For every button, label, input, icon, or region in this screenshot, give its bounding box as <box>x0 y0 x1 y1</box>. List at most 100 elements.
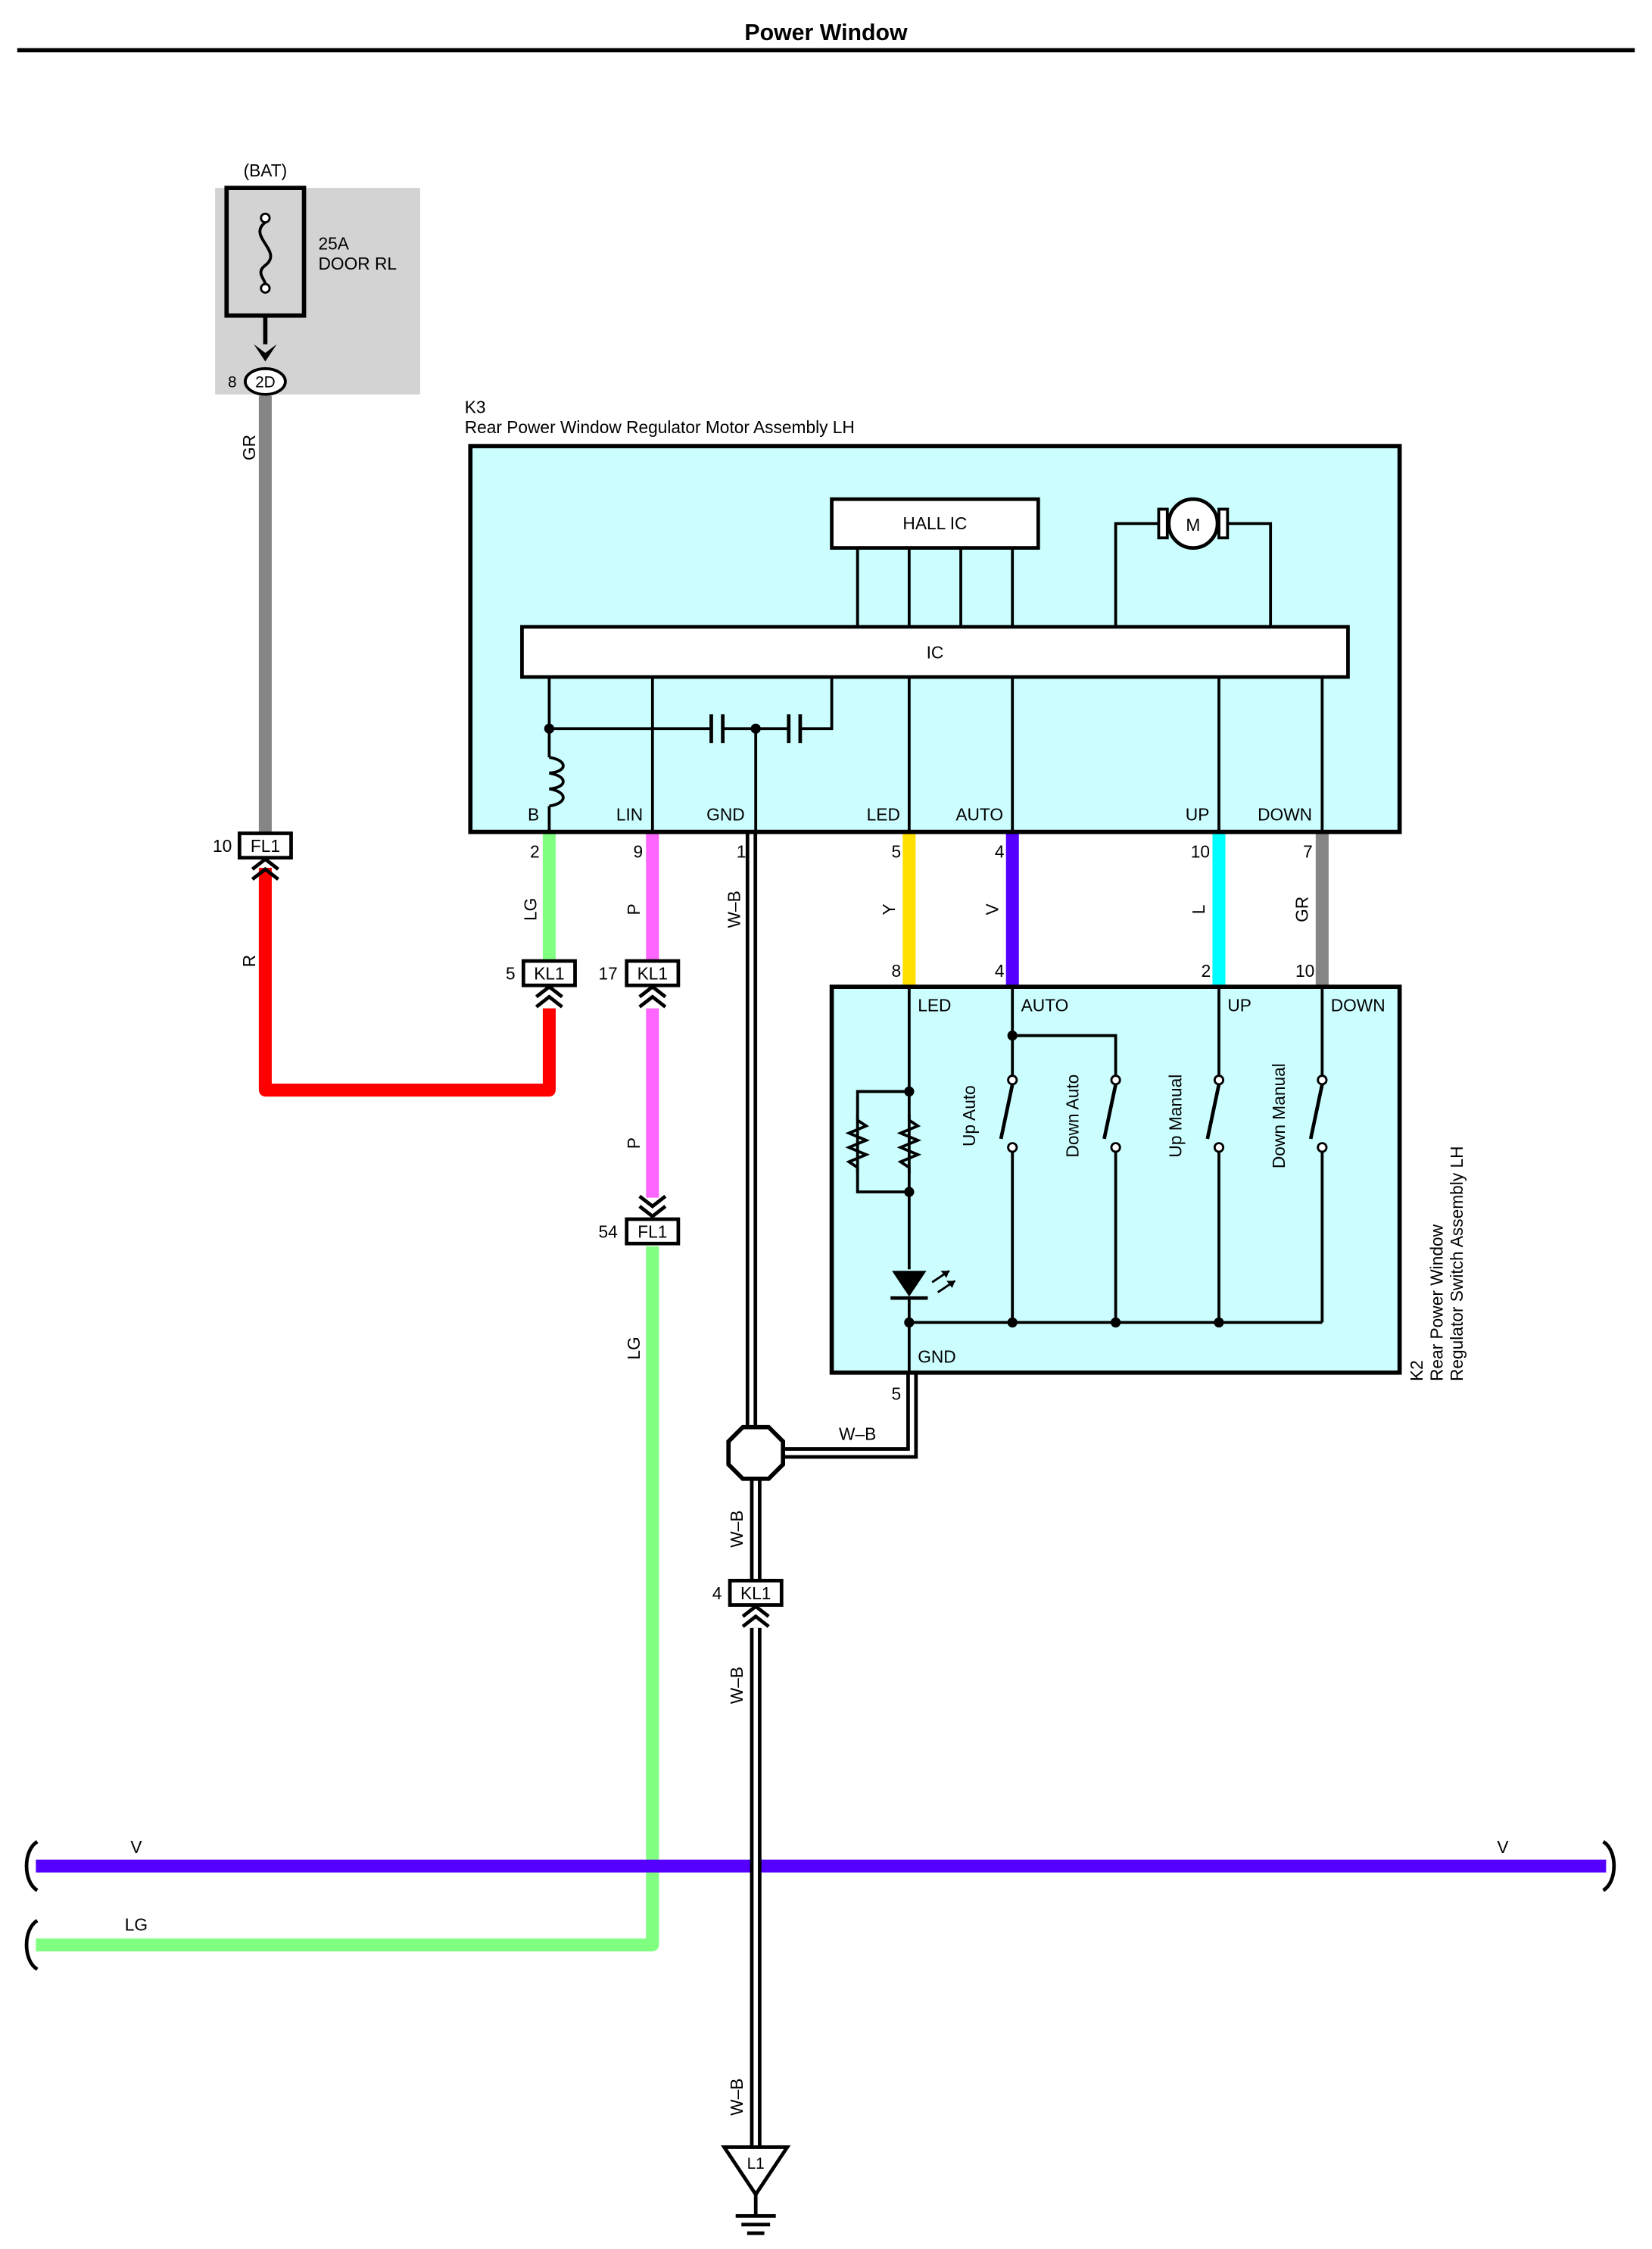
k3-pin-lin-num: 9 <box>634 842 644 862</box>
ground-icon <box>721 2145 791 2198</box>
inductor-coil <box>549 756 565 808</box>
splice-junction <box>726 1424 786 1481</box>
fuse-terminal-top <box>260 212 271 224</box>
connector-2d-pin: 8 <box>228 373 237 391</box>
motor-label: M <box>1186 515 1200 535</box>
wire-r <box>258 867 556 1097</box>
wire-label-p-2: P <box>624 1137 644 1149</box>
chevron-up-icon <box>251 866 279 881</box>
svg-text:KL1: KL1 <box>534 964 564 984</box>
k2-pin-gnd-label: GND <box>918 1346 956 1366</box>
switch-contacts <box>1007 1075 1328 1153</box>
k3-pin-down-label: DOWN <box>1258 804 1312 824</box>
chevron-up-icon <box>251 856 279 871</box>
wire-label-r: R <box>239 955 259 967</box>
chevron-down-icon <box>638 1205 667 1219</box>
k3-id: K3 <box>465 398 486 417</box>
fuse-icon <box>258 221 273 285</box>
wire-label-v: V <box>982 903 1002 915</box>
k3-pin-up-label: UP <box>1186 804 1210 824</box>
k3-pin-lin-label: LIN <box>616 804 643 824</box>
wire-label-lg-b: LG <box>520 898 540 921</box>
wire-label-bus-v-left: V <box>130 1837 142 1857</box>
wire-label-bus-lg: LG <box>125 1914 148 1934</box>
wire-label-lg-long: LG <box>624 1337 644 1359</box>
chevron-up-icon <box>535 984 563 999</box>
motor-icon: M <box>1114 497 1273 627</box>
k2-pin-gnd-num: 5 <box>891 1384 901 1404</box>
k2-id: K2 <box>1407 1360 1426 1381</box>
k3-pin-led-label: LED <box>867 804 900 824</box>
switch-label-up-auto: Up Auto <box>959 1085 979 1146</box>
connector-2d <box>243 367 287 396</box>
k3-pin-auto-label: AUTO <box>955 804 1003 824</box>
chevron-down-icon <box>638 1194 667 1209</box>
page-title: Power Window <box>744 20 908 45</box>
ic-box <box>520 625 1350 679</box>
k2-pin-down-num: 10 <box>1295 961 1314 981</box>
k2-pin-down-label: DOWN <box>1331 995 1385 1015</box>
k2-pin-up-num: 2 <box>1202 961 1211 981</box>
wire-wb-k2 <box>781 1374 918 1459</box>
svg-text:FL1: FL1 <box>637 1222 667 1242</box>
connector-fl1-top-pin: 10 <box>213 836 232 856</box>
chevron-up-icon <box>535 994 563 1009</box>
bus-break-v-left <box>24 1840 39 1892</box>
chevron-up-icon <box>741 1604 770 1618</box>
chevron-up-icon <box>741 1614 770 1628</box>
bus-break-lg-left <box>24 1919 39 1971</box>
k2-pin-auto-label: AUTO <box>1021 995 1069 1015</box>
fuse-block: (BAT) 25A DOOR RL 2D 8 <box>215 161 420 396</box>
svg-text:KL1: KL1 <box>637 964 668 984</box>
wire-label-wb-k2: W–B <box>839 1424 876 1444</box>
wire-label-bus-v-right: V <box>1497 1837 1509 1857</box>
wire-lg-long <box>36 1246 659 1951</box>
connector-kl1-gnd: KL1 4 <box>712 1578 784 1628</box>
led-icon <box>890 1270 956 1300</box>
ground-l1: L1 <box>721 2145 791 2235</box>
k3-internal-wiring <box>547 677 1324 832</box>
ground-label: L1 <box>747 2155 765 2173</box>
fuse-box-shading <box>215 188 420 395</box>
bus-break-v-right <box>1602 1840 1616 1892</box>
k3-pin-down-num: 7 <box>1303 842 1313 862</box>
wire-label-wb-mid: W–B <box>727 1511 747 1548</box>
k3-pin-gnd-num: 1 <box>737 842 747 862</box>
connector-fl1-lin-pin: 54 <box>598 1222 617 1242</box>
fuse-terminal-bottom <box>260 282 271 294</box>
k3-pin-gnd-label: GND <box>706 804 745 824</box>
chevron-up-icon <box>638 984 667 999</box>
wire-label-gr-top: GR <box>239 435 259 460</box>
hall-ic-box <box>830 497 1040 550</box>
wire-label-gr-down: GR <box>1292 897 1311 922</box>
k2-internal-wiring <box>845 987 1324 1373</box>
k2-pin-up-label: UP <box>1227 995 1251 1015</box>
connector-2d-label: 2D <box>255 373 276 391</box>
k3-pin-led-num: 5 <box>891 842 901 862</box>
k3-pin-b-label: B <box>528 804 539 824</box>
connector-fl1-top: FL1 10 <box>213 831 293 881</box>
connector-kl1-gnd-pin: 4 <box>712 1583 722 1603</box>
k2-pin-auto-num: 4 <box>995 961 1005 981</box>
connector-kl1-lin: KL1 17 <box>598 959 681 1009</box>
wire-label-wb-bottom: W–B <box>727 2079 747 2116</box>
chevron-down-icon <box>254 344 277 362</box>
wire-label-l: L <box>1189 905 1208 915</box>
ic-label: IC <box>927 642 944 662</box>
fuse-source-label: (BAT) <box>244 161 288 180</box>
svg-text:KL1: KL1 <box>740 1583 771 1603</box>
fuse-name: DOOR RL <box>318 254 397 273</box>
junction-dots <box>904 1030 1224 1328</box>
connector-fl1-lin: FL1 54 <box>598 1194 681 1246</box>
connector-kl1-b-pin: 5 <box>506 964 516 984</box>
wire-label-wb-low: W–B <box>727 1667 747 1704</box>
hall-ic-label: HALL IC <box>902 513 967 533</box>
chevron-up-icon <box>638 994 667 1009</box>
k3-pin-b-num: 2 <box>530 842 540 862</box>
k2-pin-led-num: 8 <box>891 961 901 981</box>
connector-kl1-lin-pin: 17 <box>598 964 617 984</box>
k2-name-line1: Rear Power Window <box>1426 1224 1446 1381</box>
switch-label-down-auto: Down Auto <box>1062 1075 1082 1158</box>
fuse-rating: 25A <box>318 234 349 254</box>
